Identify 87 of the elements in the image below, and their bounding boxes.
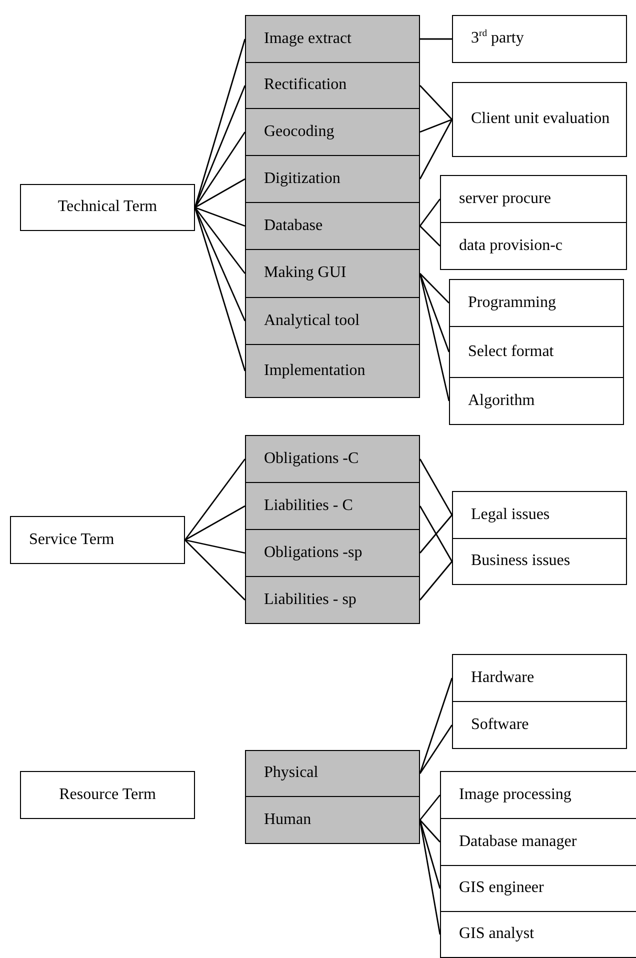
category-box — [245, 108, 420, 156]
category-box — [245, 482, 420, 530]
term-box — [440, 222, 627, 270]
box-label: Resource Term — [59, 784, 156, 805]
box-label: Liabilities - C — [263, 496, 353, 516]
box-label: Legal issues — [470, 504, 550, 525]
connector-line — [184, 505, 246, 541]
connector-line — [419, 561, 453, 600]
box-label: Programming — [467, 292, 556, 313]
connector-line — [194, 132, 246, 208]
box-label: Physical — [263, 763, 318, 784]
box-label: Select format — [467, 342, 554, 362]
connector-line — [184, 539, 246, 554]
term-box — [449, 279, 624, 327]
term-box — [452, 491, 627, 539]
category-box — [245, 62, 420, 109]
term-box — [452, 82, 627, 157]
connector-line — [419, 273, 450, 352]
box-label: Making GUI — [263, 263, 346, 284]
term-box — [440, 911, 636, 958]
box-label: Rectification — [263, 75, 347, 96]
connector-line — [419, 514, 453, 554]
connector-line — [419, 119, 453, 180]
term-box — [452, 701, 627, 749]
connector-line — [419, 794, 441, 820]
connector-line — [420, 273, 450, 304]
box-label: Obligations -sp — [263, 542, 362, 563]
term-box — [440, 771, 636, 819]
box-label: server procure — [458, 188, 551, 209]
term-box — [449, 326, 624, 378]
category-box — [245, 344, 420, 398]
box-label: Liabilities - sp — [263, 590, 356, 610]
term-box — [20, 771, 195, 819]
connector-line — [420, 226, 440, 246]
connector-line — [184, 540, 246, 600]
connector-line — [184, 458, 246, 540]
box-label: Database — [263, 216, 323, 236]
term-box — [452, 538, 627, 585]
box-label: Geocoding — [263, 122, 334, 142]
connector-line — [419, 458, 453, 516]
term-box — [10, 516, 185, 564]
connector-line — [419, 198, 441, 226]
term-box — [452, 15, 627, 63]
category-box — [245, 155, 420, 203]
box-label: GIS engineer — [458, 878, 544, 898]
box-label: Software — [470, 714, 529, 735]
box-label: Obligations -C — [263, 448, 359, 469]
box-label: Digitization — [263, 168, 340, 189]
term-box — [452, 654, 627, 702]
box-label: Image extract — [263, 28, 352, 49]
connector-line — [419, 506, 453, 562]
category-box — [245, 796, 420, 844]
connector-line — [194, 207, 246, 274]
box-label: Algorithm — [467, 390, 535, 411]
box-label: Service Term — [28, 530, 114, 550]
connector-line — [419, 820, 441, 842]
box-label: Analytical tool — [263, 310, 360, 331]
box-label: 3$^{rd}$ party — [470, 28, 524, 49]
connector-line — [194, 206, 246, 227]
category-box — [245, 529, 420, 577]
box-label: Human — [263, 810, 312, 830]
connector-line — [420, 118, 452, 133]
box-label: Database manager — [458, 832, 577, 852]
term-box — [449, 377, 624, 425]
category-box — [245, 435, 420, 483]
category-box — [245, 249, 420, 298]
box-label: Implementation — [263, 360, 366, 381]
connector-line — [419, 820, 441, 889]
category-box — [245, 750, 420, 797]
box-label: Client unit evaluation — [470, 109, 610, 130]
box-label: Image processing — [458, 784, 572, 805]
connector-line — [419, 85, 453, 120]
box-label: Technical Term — [58, 197, 158, 218]
box-label: data provision-c — [458, 236, 563, 256]
connector-line — [419, 678, 453, 774]
category-box — [245, 15, 420, 63]
box-label: Hardware — [470, 668, 534, 688]
box-label: Business issues — [470, 551, 570, 572]
connector-line — [419, 724, 453, 774]
connector-line — [194, 178, 246, 208]
category-box — [245, 576, 420, 624]
category-box — [245, 297, 420, 345]
category-box — [245, 202, 420, 250]
term-box — [20, 184, 195, 231]
box-label: GIS analyst — [458, 924, 534, 944]
term-box — [440, 175, 627, 223]
connector-line — [420, 38, 452, 40]
